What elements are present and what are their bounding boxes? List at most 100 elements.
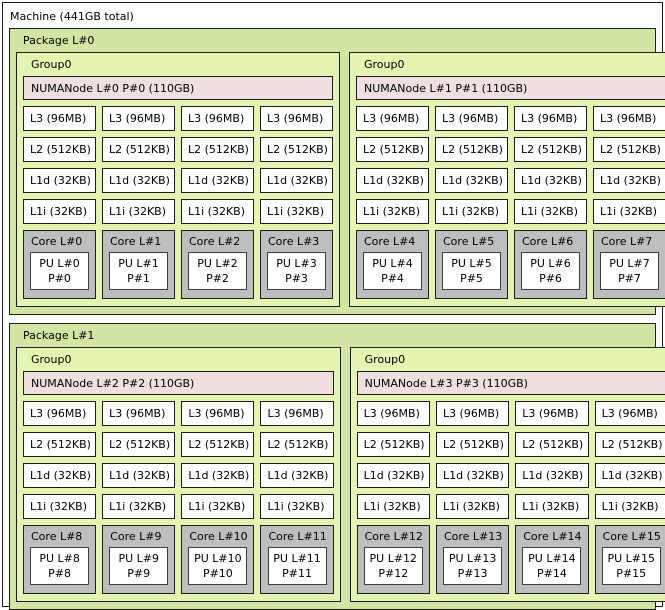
group-label: Group0 bbox=[364, 58, 405, 71]
package-box-0: Package L#0 Group0 NUMANode L#0 P#0 (110… bbox=[9, 28, 665, 315]
pu-box: PU L#4 P#4 bbox=[363, 252, 422, 290]
pu-box: PU L#15 P#15 bbox=[601, 547, 661, 585]
numanode-box: NUMANode L#0 P#0 (110GB) bbox=[23, 76, 333, 100]
l2-cache-box: L2 (512KB) bbox=[435, 137, 508, 162]
core-box: Core L#0 PU L#0 P#0 bbox=[23, 230, 96, 299]
l1i-cache-box: L1i (32KB) bbox=[593, 199, 665, 224]
l3-cache-box: L3 (96MB) bbox=[102, 401, 176, 426]
l1d-cache-box: L1d (32KB) bbox=[260, 168, 333, 193]
l3-cache-box: L3 (96MB) bbox=[594, 401, 665, 426]
machine-label: Machine (441GB total) bbox=[10, 10, 134, 23]
l3-cache-box: L3 (96MB) bbox=[435, 106, 508, 131]
l1i-cache-box: L1i (32KB) bbox=[102, 494, 176, 519]
pu-logical-label: PU L#11 bbox=[273, 552, 321, 565]
core-label: Core L#10 bbox=[189, 530, 248, 543]
core-box: Core L#14 PU L#14 P#14 bbox=[515, 525, 589, 594]
pu-logical-label: PU L#0 bbox=[39, 257, 80, 270]
l3-cache-box: L3 (96MB) bbox=[23, 401, 97, 426]
l3-cache-box: L3 (96MB) bbox=[435, 401, 510, 426]
pu-box: PU L#2 P#2 bbox=[188, 252, 247, 290]
core-label: Core L#13 bbox=[443, 530, 503, 543]
package-label: Package L#0 bbox=[23, 34, 95, 47]
package-box-1: Package L#1 Group0 NUMANode L#2 P#2 (110… bbox=[9, 323, 665, 610]
l1i-cache-box: L1i (32KB) bbox=[260, 494, 334, 519]
pu-logical-label: PU L#12 bbox=[369, 552, 418, 565]
l1i-cache-box: L1i (32KB) bbox=[356, 199, 429, 224]
core-label: Core L#6 bbox=[522, 235, 574, 248]
pu-box: PU L#13 P#13 bbox=[443, 547, 503, 585]
l1i-cache-box: L1i (32KB) bbox=[23, 494, 97, 519]
pu-physical-label: P#1 bbox=[127, 272, 150, 285]
l1d-cache-box: L1d (32KB) bbox=[356, 463, 430, 488]
pu-box: PU L#10 P#10 bbox=[188, 547, 248, 585]
l3-cache-box: L3 (96MB) bbox=[260, 401, 334, 426]
l1d-cache-box: L1d (32KB) bbox=[181, 463, 255, 488]
core-label: Core L#2 bbox=[189, 235, 241, 248]
l1d-cache-box: L1d (32KB) bbox=[435, 168, 508, 193]
cpu-column: L3 (96MB) L2 (512KB) L1d (32KB) L1i (32K… bbox=[435, 401, 510, 594]
pu-box: PU L#7 P#7 bbox=[600, 252, 659, 290]
pu-physical-label: P#15 bbox=[616, 567, 647, 580]
l1i-cache-box: L1i (32KB) bbox=[181, 494, 255, 519]
cpu-column: L3 (96MB) L2 (512KB) L1d (32KB) L1i (32K… bbox=[593, 106, 665, 299]
core-box: Core L#3 PU L#3 P#3 bbox=[260, 230, 333, 299]
cpu-column: L3 (96MB) L2 (512KB) L1d (32KB) L1i (32K… bbox=[260, 106, 333, 299]
core-label: Core L#11 bbox=[268, 530, 327, 543]
core-box: Core L#11 PU L#11 P#11 bbox=[260, 525, 334, 594]
l1d-cache-box: L1d (32KB) bbox=[593, 168, 665, 193]
l3-cache-box: L3 (96MB) bbox=[514, 106, 587, 131]
cpu-column: L3 (96MB) L2 (512KB) L1d (32KB) L1i (32K… bbox=[181, 106, 254, 299]
l1d-cache-box: L1d (32KB) bbox=[435, 463, 510, 488]
pu-logical-label: PU L#5 bbox=[451, 257, 492, 270]
cpu-column: L3 (96MB) L2 (512KB) L1d (32KB) L1i (32K… bbox=[515, 401, 589, 594]
l3-cache-box: L3 (96MB) bbox=[102, 106, 175, 131]
l1d-cache-box: L1d (32KB) bbox=[102, 463, 176, 488]
pu-logical-label: PU L#13 bbox=[448, 552, 497, 565]
pu-box: PU L#8 P#8 bbox=[30, 547, 90, 585]
group-box: Group0 NUMANode L#2 P#2 (110GB) L3 (96MB… bbox=[16, 347, 341, 602]
l3-cache-box: L3 (96MB) bbox=[356, 401, 430, 426]
pu-logical-label: PU L#14 bbox=[528, 552, 576, 565]
l2-cache-box: L2 (512KB) bbox=[593, 137, 665, 162]
cpu-column: L3 (96MB) L2 (512KB) L1d (32KB) L1i (32K… bbox=[23, 106, 96, 299]
core-label: Core L#12 bbox=[364, 530, 423, 543]
pu-logical-label: PU L#4 bbox=[372, 257, 413, 270]
core-box: Core L#9 PU L#9 P#9 bbox=[102, 525, 176, 594]
package-groups-row: Group0 NUMANode L#2 P#2 (110GB) L3 (96MB… bbox=[16, 347, 665, 602]
l1d-cache-box: L1d (32KB) bbox=[515, 463, 589, 488]
pu-box: PU L#3 P#3 bbox=[267, 252, 326, 290]
l1i-cache-box: L1i (32KB) bbox=[515, 494, 589, 519]
core-box: Core L#8 PU L#8 P#8 bbox=[23, 525, 97, 594]
pu-box: PU L#9 P#9 bbox=[109, 547, 169, 585]
core-columns: L3 (96MB) L2 (512KB) L1d (32KB) L1i (32K… bbox=[356, 401, 665, 594]
l1d-cache-box: L1d (32KB) bbox=[594, 463, 665, 488]
pu-box: PU L#14 P#14 bbox=[522, 547, 582, 585]
l1d-cache-box: L1d (32KB) bbox=[23, 463, 97, 488]
l1i-cache-box: L1i (32KB) bbox=[514, 199, 587, 224]
core-label: Core L#3 bbox=[268, 235, 320, 248]
core-box: Core L#7 PU L#7 P#7 bbox=[593, 230, 665, 299]
pu-logical-label: PU L#15 bbox=[607, 552, 655, 565]
l1d-cache-box: L1d (32KB) bbox=[181, 168, 254, 193]
core-columns: L3 (96MB) L2 (512KB) L1d (32KB) L1i (32K… bbox=[23, 401, 334, 594]
l3-cache-box: L3 (96MB) bbox=[23, 106, 96, 131]
core-box: Core L#5 PU L#5 P#5 bbox=[435, 230, 508, 299]
group-label: Group0 bbox=[364, 353, 406, 366]
l2-cache-box: L2 (512KB) bbox=[181, 432, 255, 457]
core-label: Core L#15 bbox=[602, 530, 661, 543]
pu-logical-label: PU L#3 bbox=[276, 257, 317, 270]
l2-cache-box: L2 (512KB) bbox=[23, 137, 96, 162]
l2-cache-box: L2 (512KB) bbox=[260, 137, 333, 162]
pu-physical-label: P#7 bbox=[618, 272, 641, 285]
l2-cache-box: L2 (512KB) bbox=[435, 432, 510, 457]
l2-cache-box: L2 (512KB) bbox=[594, 432, 665, 457]
pu-box: PU L#5 P#5 bbox=[442, 252, 501, 290]
core-columns: L3 (96MB) L2 (512KB) L1d (32KB) L1i (32K… bbox=[23, 106, 333, 299]
package-groups-row: Group0 NUMANode L#0 P#0 (110GB) L3 (96MB… bbox=[16, 52, 665, 307]
l3-cache-box: L3 (96MB) bbox=[593, 106, 665, 131]
core-box: Core L#4 PU L#4 P#4 bbox=[356, 230, 429, 299]
cpu-column: L3 (96MB) L2 (512KB) L1d (32KB) L1i (32K… bbox=[102, 106, 175, 299]
cpu-column: L3 (96MB) L2 (512KB) L1d (32KB) L1i (32K… bbox=[356, 106, 429, 299]
l2-cache-box: L2 (512KB) bbox=[356, 137, 429, 162]
